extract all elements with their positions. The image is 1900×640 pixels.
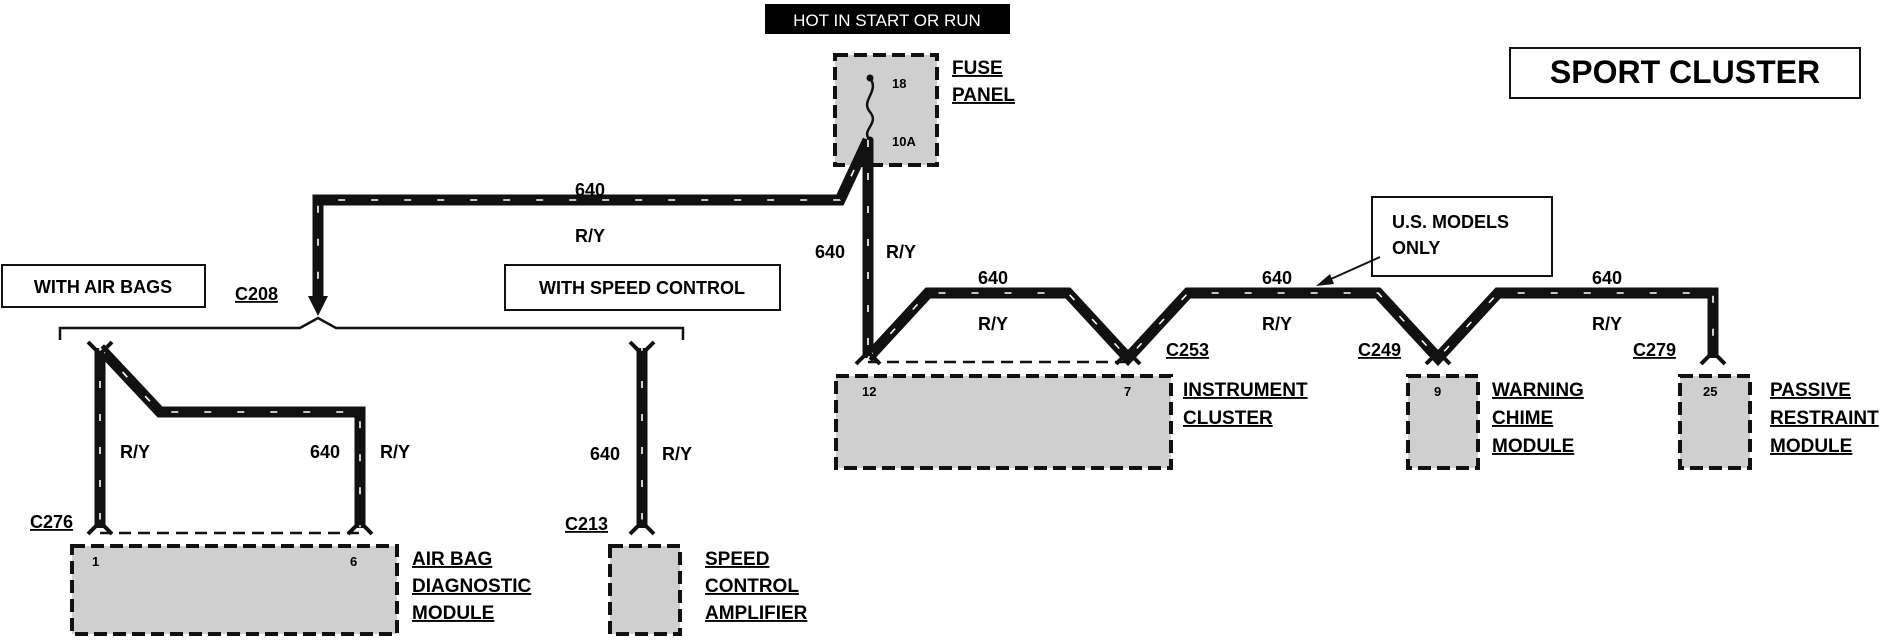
us-models-pointer-head bbox=[1316, 274, 1334, 286]
wire-label-color: R/Y bbox=[120, 442, 150, 462]
warning-chime-label-2: CHIME bbox=[1492, 408, 1553, 429]
air-bag-pin-1: 1 bbox=[92, 554, 99, 569]
instrument-cluster-box bbox=[834, 374, 1173, 470]
connector-c208: C208 bbox=[235, 284, 278, 304]
wire-label-color: R/Y bbox=[380, 442, 410, 462]
speed-control-module-box bbox=[608, 544, 682, 636]
warning-chime-module-box bbox=[1406, 374, 1480, 470]
wire-label-color: R/Y bbox=[1592, 314, 1622, 334]
connector-marks bbox=[86, 340, 1727, 536]
diagram-title: SPORT CLUSTER bbox=[1550, 54, 1820, 90]
cluster-pin-12: 12 bbox=[862, 384, 876, 399]
passive-restraint-module-box bbox=[1678, 374, 1752, 470]
wire-label-color: R/Y bbox=[978, 314, 1008, 334]
wire-label-color: R/Y bbox=[1262, 314, 1292, 334]
connector-c253: C253 bbox=[1166, 340, 1209, 360]
wire-label-circuit: 640 bbox=[815, 242, 845, 262]
us-models-label-2: ONLY bbox=[1392, 238, 1440, 258]
wire-label-circuit: 640 bbox=[1262, 268, 1292, 288]
instrument-cluster-label-2: CLUSTER bbox=[1183, 408, 1273, 429]
instrument-cluster-label-1: INSTRUMENT bbox=[1183, 380, 1308, 401]
passive-restraint-label-1: PASSIVE bbox=[1770, 380, 1851, 401]
wire-label-color: R/Y bbox=[886, 242, 916, 262]
cluster-pin-7: 7 bbox=[1124, 384, 1131, 399]
with-speed-control-box bbox=[504, 264, 781, 311]
fuse-terminal-top bbox=[866, 74, 874, 82]
option-bracket bbox=[58, 316, 685, 340]
warning-chime-label-1: WARNING bbox=[1492, 380, 1584, 401]
wire-label-color: R/Y bbox=[662, 444, 692, 464]
with-air-bags-label: WITH AIR BAGS bbox=[34, 277, 172, 297]
passive-restraint-label-3: MODULE bbox=[1770, 436, 1852, 457]
connector-c213: C213 bbox=[565, 514, 608, 534]
fuse-panel-label-2: PANEL bbox=[952, 85, 1015, 106]
with-air-bags-box bbox=[1, 264, 206, 308]
c208-arrow bbox=[308, 296, 328, 316]
restraint-pin-25: 25 bbox=[1703, 384, 1717, 399]
connector-c276: C276 bbox=[30, 512, 73, 532]
passive-restraint-label-2: RESTRAINT bbox=[1770, 408, 1879, 429]
speed-control-label-1: SPEED bbox=[705, 549, 769, 570]
wire-stripe bbox=[317, 139, 869, 298]
wire-label-circuit: 640 bbox=[310, 442, 340, 462]
wire-label-color: R/Y bbox=[575, 226, 605, 246]
air-bag-module-label-2: DIAGNOSTIC bbox=[412, 576, 532, 597]
air-bag-module-box bbox=[70, 544, 399, 636]
with-speed-control-label: WITH SPEED CONTROL bbox=[539, 278, 745, 298]
chime-pin-9: 9 bbox=[1434, 384, 1441, 399]
wire-label-circuit: 640 bbox=[590, 444, 620, 464]
power-banner-text: HOT IN START OR RUN bbox=[793, 11, 981, 30]
wire-label-circuit: 640 bbox=[1592, 268, 1622, 288]
us-models-box bbox=[1371, 196, 1553, 277]
title-box bbox=[1509, 47, 1861, 99]
warning-chime-label-3: MODULE bbox=[1492, 436, 1574, 457]
connector-c279: C279 bbox=[1633, 340, 1676, 360]
wire-label-circuit: 640 bbox=[978, 268, 1008, 288]
wire-airbag-right bbox=[95, 344, 366, 528]
fuse-symbol bbox=[865, 77, 875, 141]
fuse-panel-label-1: FUSE bbox=[952, 58, 1003, 79]
connector-c249: C249 bbox=[1358, 340, 1401, 360]
air-bag-module-label-1: AIR BAG bbox=[412, 549, 492, 570]
wire-stripe bbox=[867, 292, 1714, 360]
speed-control-label-2: CONTROL bbox=[705, 576, 799, 597]
air-bag-module-label-3: MODULE bbox=[412, 603, 494, 624]
fuse-number: 18 bbox=[892, 76, 906, 91]
power-banner bbox=[765, 4, 1010, 34]
us-models-label-1: U.S. MODELS bbox=[1392, 212, 1509, 232]
fuse-panel-box bbox=[833, 53, 939, 167]
wire-stripe bbox=[99, 347, 361, 528]
air-bag-pin-6: 6 bbox=[350, 554, 357, 569]
fuse-rating: 10A bbox=[892, 134, 916, 149]
wire-label-circuit: 640 bbox=[575, 180, 605, 200]
speed-control-label-3: AMPLIFIER bbox=[705, 603, 808, 624]
